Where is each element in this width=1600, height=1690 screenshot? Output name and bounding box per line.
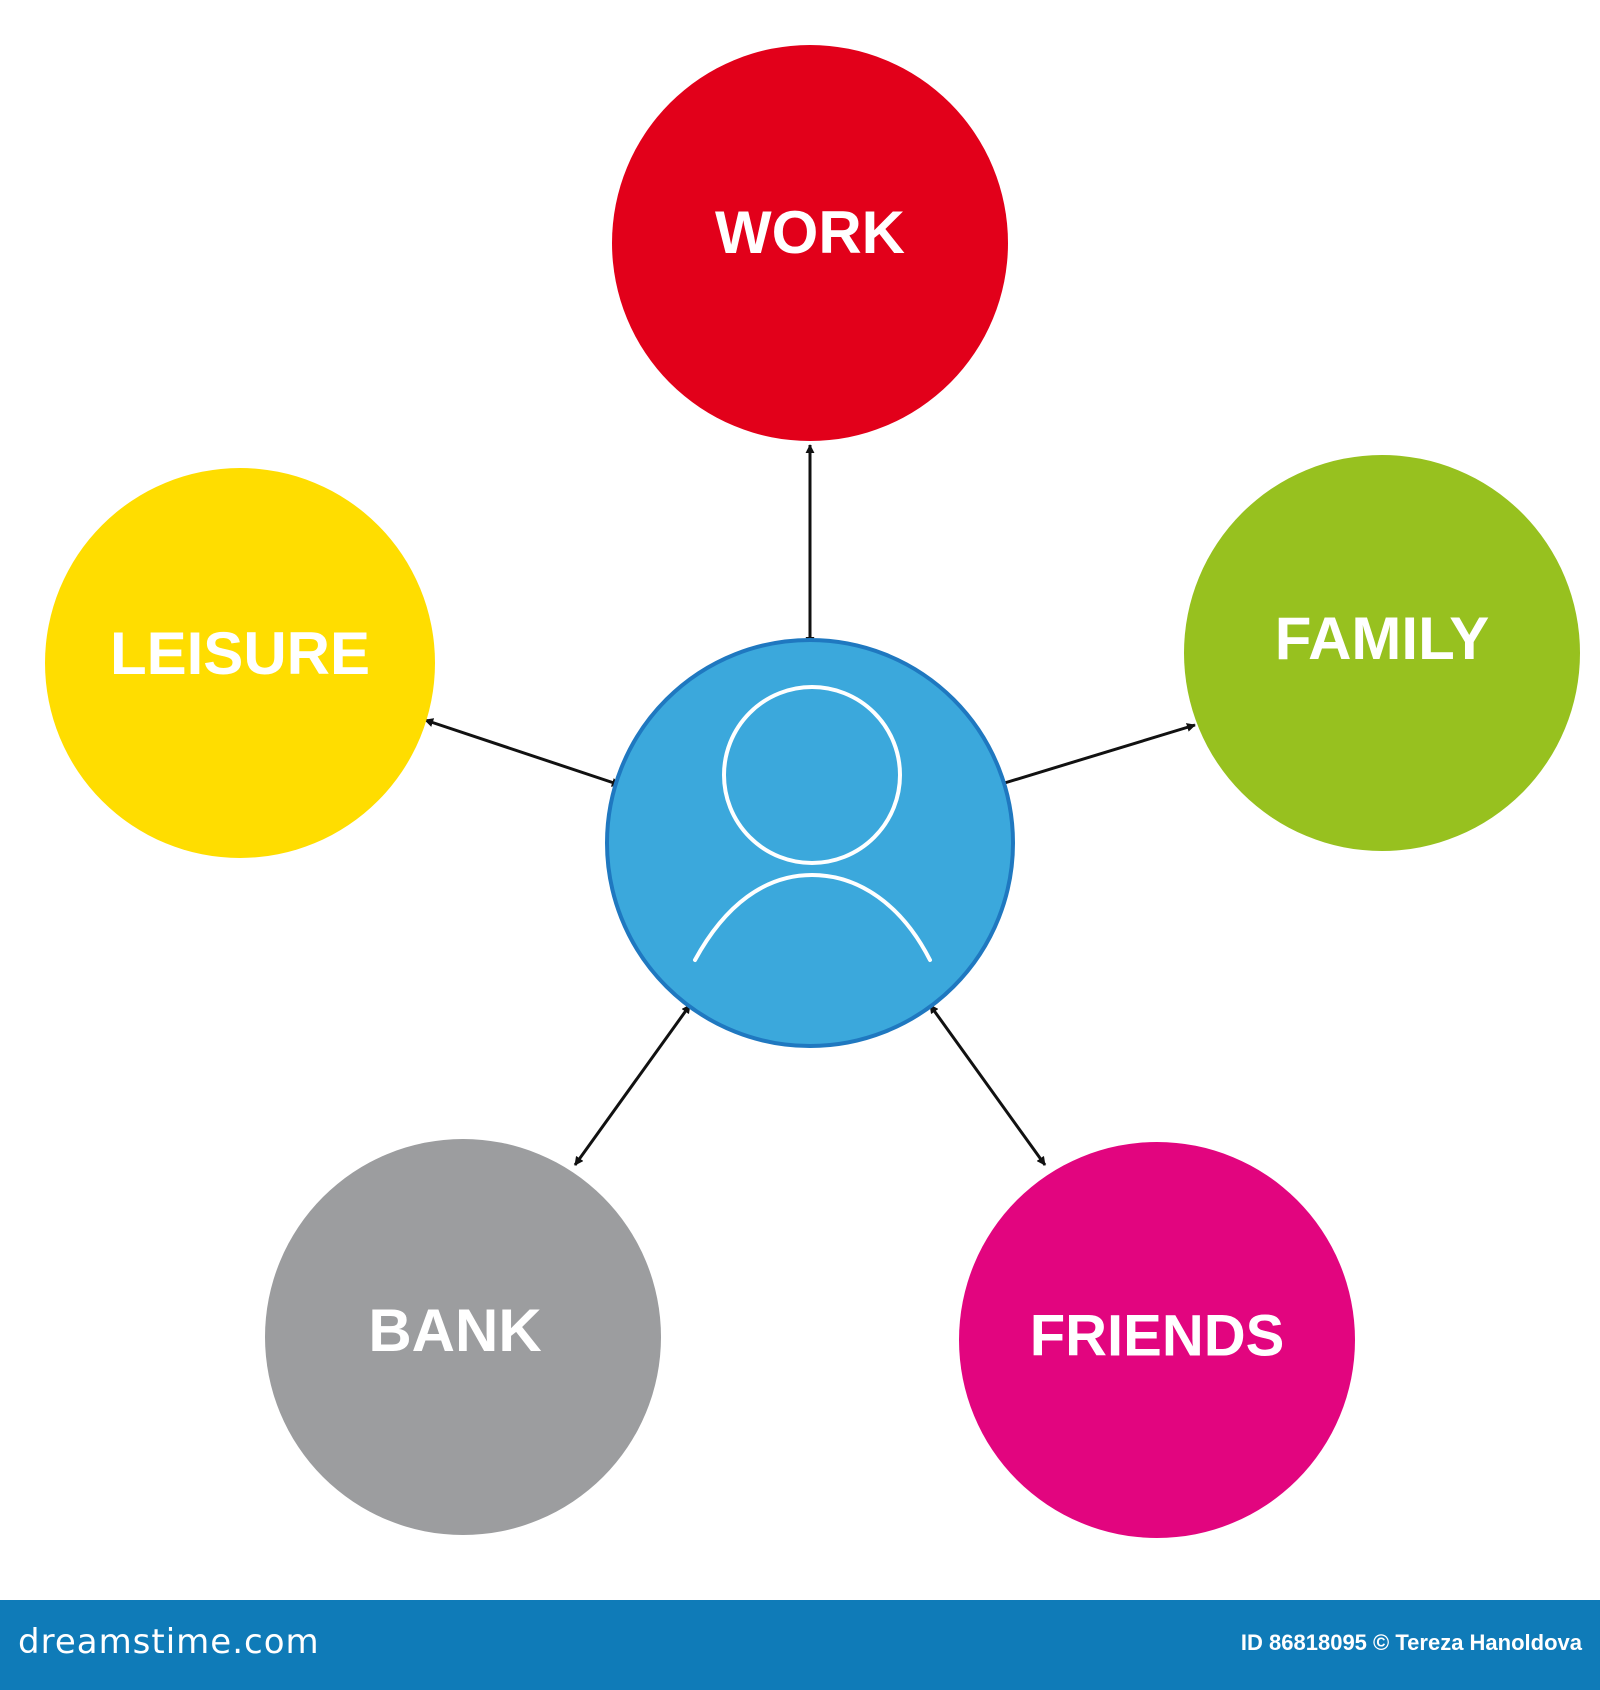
node-family: FAMILY [1184,455,1580,851]
node-bank-label: BANK [368,1297,541,1364]
node-friends: FRIENDS [959,1142,1355,1538]
node-bank: BANK [265,1139,661,1535]
watermark-footer: dreamstime.com ID 86818095 © Tereza Hano… [0,1600,1600,1690]
node-friends-label: FRIENDS [1030,1303,1285,1368]
connector-leisure [424,718,621,787]
connectors [424,444,1196,1166]
footer-brand: dreamstime.com [18,1622,320,1662]
center-circle [605,638,1015,1048]
node-family-circle [1184,455,1580,851]
node-work: WORK [612,45,1008,441]
mind-map-diagram: WORK FAMILY FRIENDS BANK LEISURE [45,45,1580,1538]
person-icon [693,685,932,962]
node-work-label: WORK [715,199,905,266]
node-friends-circle [959,1142,1355,1538]
connector-family [997,723,1196,787]
node-leisure: LEISURE [45,468,435,858]
node-leisure-label: LEISURE [110,620,370,687]
connector-bank [573,1004,692,1166]
node-bank-circle [265,1139,661,1535]
connector-friends [928,1004,1047,1166]
node-family-label: FAMILY [1275,605,1489,672]
node-work-circle [612,45,1008,441]
center-node [605,638,1015,1048]
node-leisure-circle [45,468,435,858]
footer-credit: ID 86818095 © Tereza Hanoldova [1240,1630,1582,1655]
